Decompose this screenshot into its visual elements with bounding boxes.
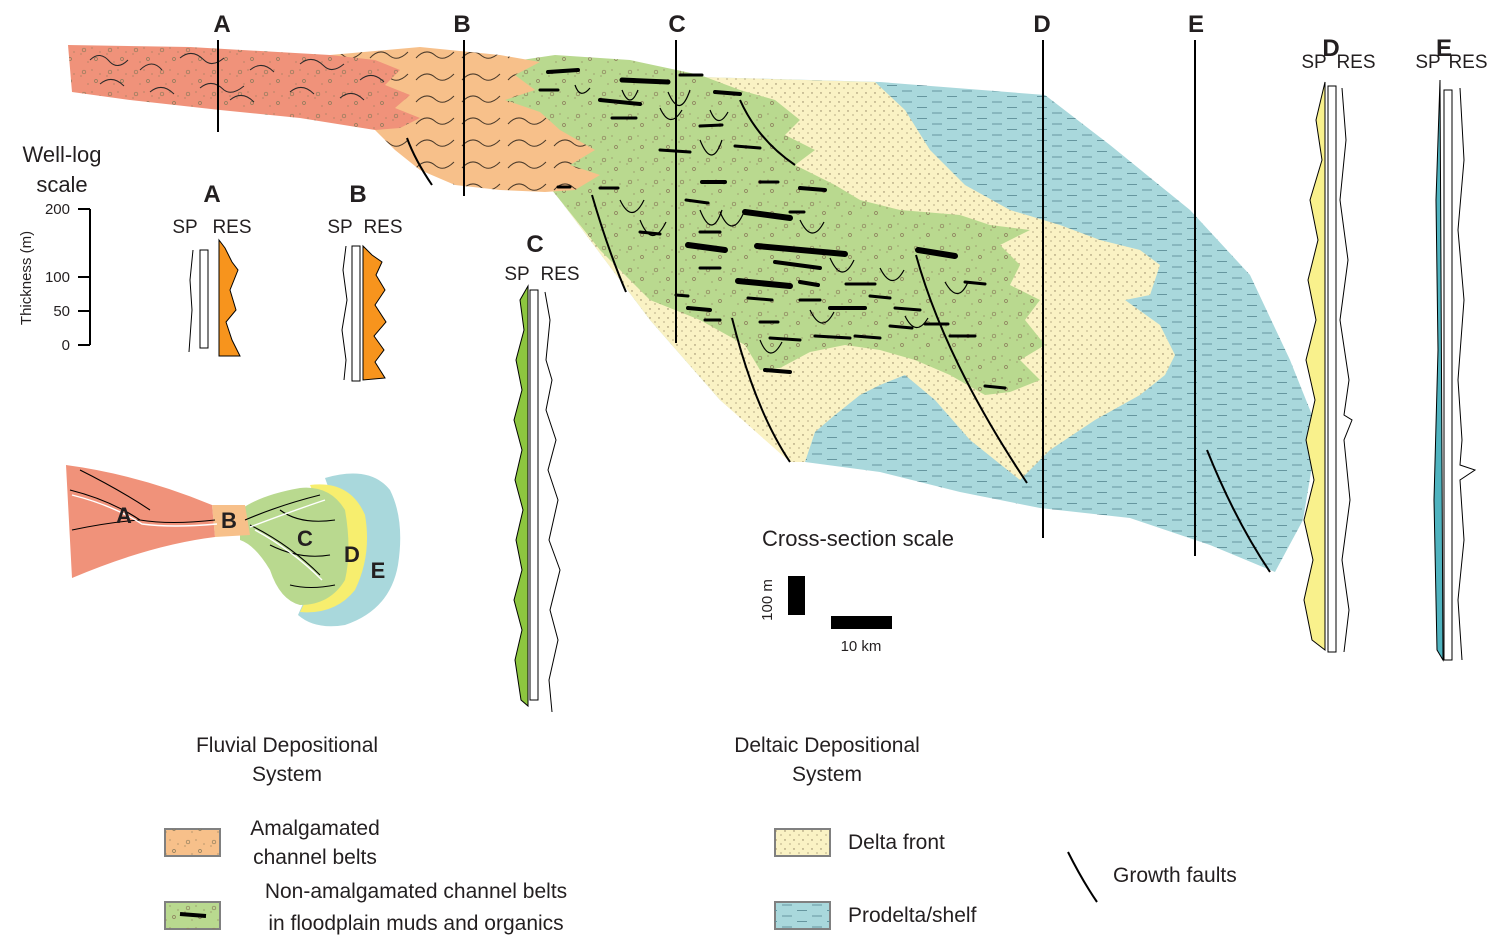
well-label-e: E [1188, 11, 1204, 38]
well-label-d: D [1033, 11, 1050, 38]
legend: Amalgamated channel belts Non-amalgamate… [164, 817, 1237, 935]
well-label-b: B [453, 11, 470, 38]
log-c-res: RES [540, 264, 579, 285]
legend-prodelta: Prodelta/shelf [848, 904, 977, 927]
well-log-b: B SP RES [327, 181, 403, 382]
fluvial-system-label-2: System [252, 763, 322, 786]
log-c-title: C [526, 231, 543, 258]
well-log-e: E SP RES [1415, 35, 1488, 662]
map-label-e: E [371, 558, 386, 583]
tick-0: 0 [62, 337, 70, 354]
well-lines [217, 40, 1196, 556]
thickness-axis-label: Thickness (m) [18, 231, 35, 325]
channel-scours [574, 84, 969, 354]
well-log-a: A SP RES [172, 181, 252, 357]
cross-section: A B C D E [68, 11, 1318, 573]
log-a-title: A [203, 181, 220, 208]
log-d-title: D [1322, 35, 1339, 62]
well-log-scale: Well-log scale 200 100 50 0 Thickness (m… [18, 142, 102, 354]
log-b-sp: SP [327, 217, 352, 238]
map-delta-plain [240, 487, 349, 605]
legend-amalgamated-2: channel belts [253, 846, 377, 869]
cross-section-scale: Cross-section scale 100 m 10 km [759, 526, 954, 655]
legend-delta-front: Delta front [848, 831, 945, 854]
tick-100: 100 [45, 269, 70, 286]
well-log-c: C SP RES [504, 231, 580, 713]
scale-10km: 10 km [841, 638, 882, 655]
paleogeographic-map: A B C D E [66, 465, 401, 627]
log-e-sp: SP [1415, 52, 1440, 73]
tick-50: 50 [53, 303, 70, 320]
map-fluvial [66, 465, 215, 578]
legend-nonamalgamated-1: Non-amalgamated channel belts [265, 880, 567, 903]
map-label-d: D [344, 542, 360, 567]
well-log-scale-title-2: scale [36, 172, 87, 197]
deltaic-system-label-1: Deltaic Depositional [734, 734, 920, 757]
log-b-title: B [349, 181, 366, 208]
map-amalgamated [212, 505, 250, 537]
deltaic-system-label-2: System [792, 763, 862, 786]
map-label-c: C [297, 526, 313, 551]
scale-100m: 100 m [759, 579, 776, 621]
log-c-sp: SP [504, 264, 529, 285]
log-e-res: RES [1448, 52, 1487, 73]
legend-fault-symbol [1067, 851, 1098, 903]
log-e-title: E [1436, 35, 1452, 62]
growth-faults [406, 99, 1271, 573]
tick-200: 200 [45, 201, 70, 218]
log-a-sp: SP [172, 217, 197, 238]
well-label-c: C [668, 11, 685, 38]
fluvial-system-label-1: Fluvial Depositional [196, 734, 378, 757]
map-label-b: B [221, 508, 237, 533]
legend-growth-faults: Growth faults [1113, 864, 1237, 887]
well-log-scale-title-1: Well-log [22, 142, 101, 167]
cross-section-scale-title: Cross-section scale [762, 526, 954, 551]
map-label-a: A [116, 503, 132, 528]
well-label-a: A [213, 11, 230, 38]
legend-nonamalgamated-2: in floodplain muds and organics [268, 912, 563, 935]
log-d-res: RES [1336, 52, 1375, 73]
log-d-sp: SP [1301, 52, 1326, 73]
channel-belt-bars [538, 68, 1007, 390]
well-log-d: D SP RES [1301, 35, 1376, 653]
legend-amalgamated-1: Amalgamated [250, 817, 380, 840]
log-a-res: RES [212, 217, 251, 238]
cross-bed-strokes [89, 53, 385, 103]
log-b-res: RES [363, 217, 402, 238]
